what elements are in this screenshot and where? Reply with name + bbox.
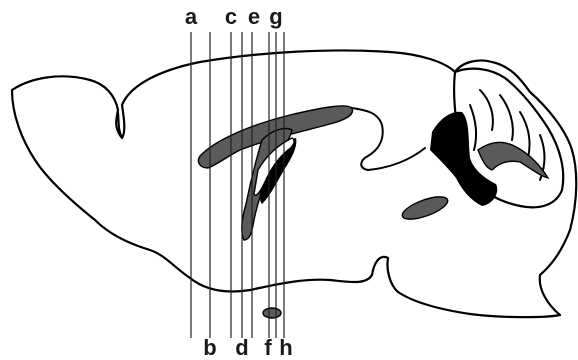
label-c: c bbox=[225, 4, 237, 29]
label-a: a bbox=[185, 4, 198, 29]
label-f: f bbox=[264, 335, 272, 360]
label-b: b bbox=[203, 335, 216, 360]
label-d: d bbox=[235, 335, 248, 360]
label-h: h bbox=[279, 335, 292, 360]
label-g: g bbox=[269, 4, 282, 29]
label-e: e bbox=[248, 4, 260, 29]
ventral-spot bbox=[263, 308, 281, 318]
